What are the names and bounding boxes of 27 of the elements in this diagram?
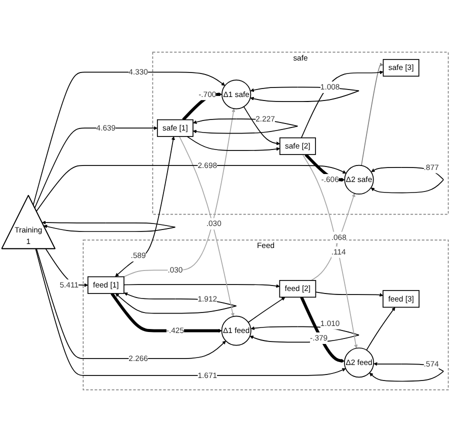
arrow — [34, 126, 158, 208]
arrow — [115, 136, 175, 277]
arrow — [369, 362, 444, 382]
arrow — [243, 106, 280, 146]
arrow — [304, 154, 345, 182]
arrow — [186, 136, 280, 151]
arrow — [178, 136, 234, 317]
arrow — [300, 70, 384, 138]
arrow — [360, 62, 384, 166]
arrow — [36, 248, 226, 360]
arrow — [124, 284, 280, 288]
arrow — [366, 307, 396, 351]
arrow — [42, 220, 176, 232]
arrow — [315, 292, 384, 297]
arrow — [32, 72, 226, 206]
arrow — [300, 296, 345, 363]
arrow — [248, 297, 286, 323]
arrow — [35, 248, 346, 376]
arrow — [250, 326, 360, 343]
arrow — [302, 154, 358, 348]
arrow — [110, 292, 222, 333]
arrow — [370, 167, 444, 194]
arrow — [36, 165, 346, 212]
arrow — [124, 108, 236, 278]
arrow — [45, 248, 88, 287]
arrow — [250, 86, 360, 102]
arrow — [310, 193, 356, 281]
